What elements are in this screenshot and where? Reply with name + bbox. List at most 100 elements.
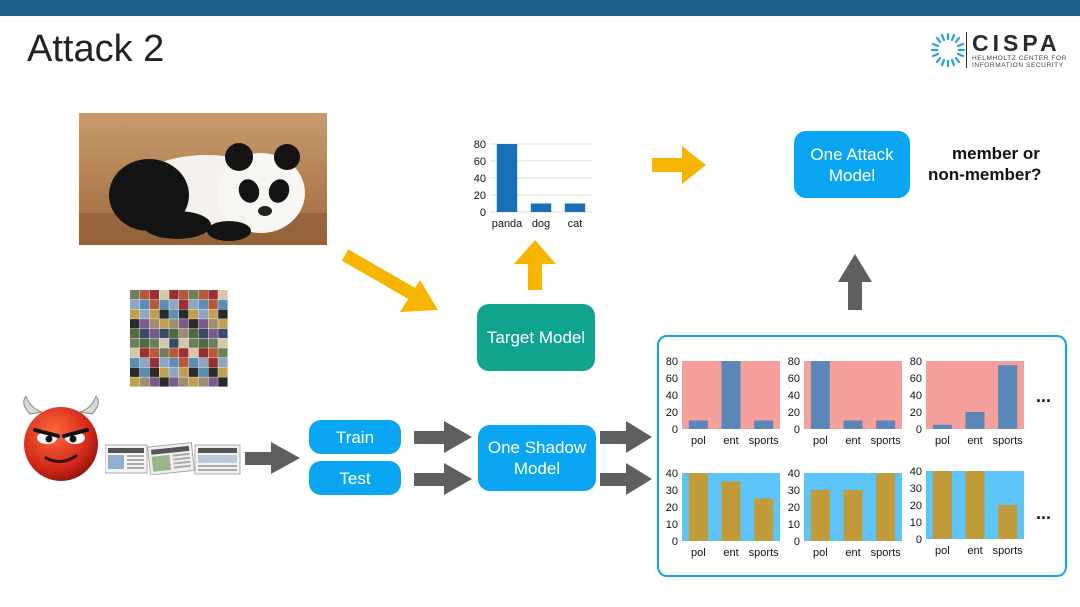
mosaic-tile (218, 367, 228, 377)
y-tick-label: 80 (474, 139, 486, 151)
x-tick-label: pol (813, 435, 828, 447)
mosaic-tile (218, 290, 228, 300)
top-bar (0, 0, 1080, 16)
mosaic-tile (149, 377, 159, 387)
mosaic-tile (188, 290, 199, 300)
mosaic-tile (208, 338, 218, 348)
y-tick-label: 20 (910, 407, 922, 419)
mosaic-tile (198, 309, 208, 319)
y-tick-label: 80 (788, 356, 800, 368)
shadow-model-box: One Shadow Model (478, 425, 596, 491)
x-tick-label: pol (691, 435, 706, 447)
x-tick-label: sports (749, 547, 779, 559)
x-tick-label: sports (749, 435, 779, 447)
mosaic-tile (218, 328, 228, 339)
question-line2: non-member? (928, 165, 1042, 184)
logo-subtitle-line2: INFORMATION SECURITY (972, 62, 1064, 69)
mosaic-tile (130, 309, 140, 319)
bar-cat (564, 203, 586, 212)
bar-pol (688, 473, 708, 541)
x-tick-label: ent (845, 547, 860, 559)
bar-panda (496, 144, 518, 212)
bar-sports (876, 473, 896, 541)
mosaic-tile (198, 348, 208, 358)
gray-arrow-test-to-shadow (414, 463, 472, 495)
logo-wordmark: CISPA (972, 30, 1061, 56)
mosaic-tile (149, 367, 159, 377)
mosaic-tile (169, 348, 179, 358)
mosaic-tile (179, 377, 189, 387)
shadow-model-line2: Model (513, 459, 561, 478)
y-tick-label: 40 (666, 468, 678, 480)
bar-ent (843, 420, 863, 429)
mosaic-tile (139, 338, 150, 348)
y-tick-label: 0 (794, 536, 800, 548)
gray-arrow-train-to-shadow (414, 421, 472, 453)
mosaic-tile (188, 338, 199, 348)
mosaic-tile (149, 357, 159, 368)
mosaic-tile (198, 357, 208, 368)
mosaic-tile (159, 367, 169, 377)
x-tick-label: ent (723, 547, 738, 559)
x-tick-label: ent (845, 435, 860, 447)
mosaic-tile (179, 367, 189, 377)
bar-ent (721, 481, 741, 541)
mosaic-tile (218, 348, 228, 358)
y-tick-label: 30 (666, 485, 678, 497)
mosaic-tile (179, 309, 189, 319)
mosaic-tile (169, 338, 179, 348)
mosaic-tile (149, 309, 159, 319)
mosaic-tile (208, 299, 218, 309)
x-tick-label: sports (871, 547, 901, 559)
mosaic-tile (130, 328, 140, 339)
x-tick-label: pol (935, 435, 950, 447)
y-tick-label: 20 (474, 190, 486, 202)
mosaic-tile (179, 319, 189, 329)
y-tick-label: 20 (910, 500, 922, 512)
mosaic-tile (169, 319, 179, 329)
bar-ent (843, 490, 863, 541)
mosaic-tile (159, 290, 169, 300)
mosaic-tile (149, 319, 159, 329)
x-tick-label: sports (993, 545, 1023, 557)
question-line1: member or (952, 144, 1040, 163)
bar-sports (876, 420, 896, 429)
y-tick-label: 40 (788, 468, 800, 480)
mosaic-tile (169, 357, 179, 368)
mosaic-tile (218, 357, 228, 368)
bar-sports (998, 365, 1018, 429)
mosaic-tile (169, 328, 179, 339)
test-data-box: Test (309, 461, 401, 495)
devil-attacker-icon (23, 396, 99, 481)
x-tick-label: pol (691, 547, 706, 559)
mosaic-tile (169, 299, 179, 309)
bar-pol (932, 424, 952, 429)
newspaper-dataset-icon (105, 442, 241, 475)
mosaic-tile (130, 377, 140, 387)
x-tick-label: ent (967, 545, 982, 557)
x-tick-label: sports (993, 435, 1023, 447)
y-tick-label: 40 (910, 390, 922, 402)
mosaic-tile (159, 328, 169, 339)
shadow-outputs-panel (657, 335, 1067, 577)
y-tick-label: 10 (788, 519, 800, 531)
bar-ent (965, 412, 985, 429)
attack-model-box: One Attack Model (794, 131, 910, 198)
mosaic-tile (218, 299, 228, 309)
logo-divider (966, 32, 967, 68)
mosaic-tile (139, 348, 150, 358)
y-tick-label: 0 (672, 536, 678, 548)
mosaic-tile (159, 377, 169, 387)
mosaic-tile (139, 319, 150, 329)
mosaic-tile (198, 319, 208, 329)
mosaic-tile (179, 338, 189, 348)
mosaic-tile (218, 319, 228, 329)
bar-sports (754, 420, 774, 429)
mosaic-tile (139, 377, 150, 387)
y-tick-label: 20 (666, 502, 678, 514)
bar-ent (965, 471, 985, 539)
